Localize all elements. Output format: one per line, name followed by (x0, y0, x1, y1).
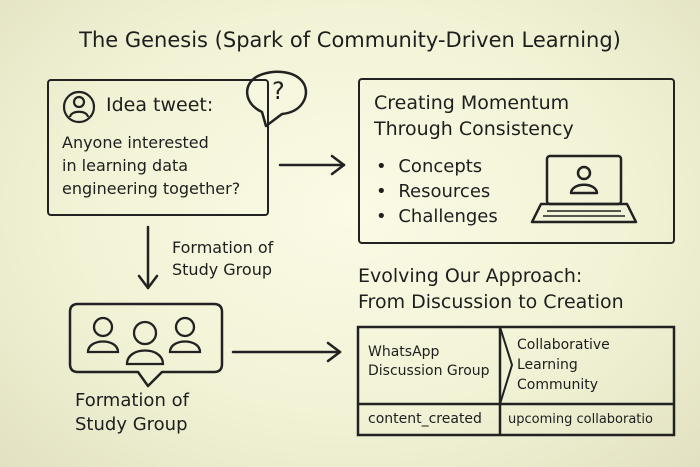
momentum-title-1: Creating Momentum (374, 92, 569, 114)
bullet: • (376, 206, 387, 227)
momentum-title-2: Through Consistency (374, 118, 574, 140)
group-people-icon (88, 318, 200, 364)
cell-whatsapp-1: WhatsApp (368, 343, 439, 362)
idea-heading: Idea tweet: (106, 94, 213, 116)
cell-upcoming: upcoming collaboratio (508, 410, 670, 429)
list-item: • Resources (376, 181, 490, 202)
bullet: • (376, 156, 387, 177)
cell-whatsapp-2: Discussion Group (368, 362, 490, 381)
item-challenges: Challenges (398, 206, 497, 227)
group-caption-1: Formation of (75, 390, 189, 411)
item-resources: Resources (398, 181, 490, 202)
cell-collab-3: Community (517, 376, 598, 395)
formation-label-1: Formation of (172, 238, 273, 257)
bullet: • (376, 181, 387, 202)
idea-line-1: Anyone interested (62, 133, 209, 152)
question-mark: ? (272, 77, 285, 105)
evolve-title-1: Evolving Our Approach: (358, 265, 582, 287)
group-caption-2: Study Group (75, 414, 188, 435)
list-item: • Concepts (376, 156, 482, 177)
arrow-idea-to-group (139, 227, 157, 288)
formation-label-2: Study Group (172, 260, 272, 279)
arrow-idea-to-momentum (280, 156, 344, 174)
idea-line-3: engineering together? (62, 179, 240, 198)
cell-collab-1: Collaborative (517, 336, 610, 355)
evolve-title-2: From Discussion to Creation (358, 291, 624, 313)
list-item: • Challenges (376, 206, 498, 227)
item-concepts: Concepts (398, 156, 482, 177)
cell-collab-2: Learning (517, 356, 578, 375)
cell-content-created: content_created (368, 410, 482, 429)
arrow-group-to-table (233, 343, 340, 361)
idea-line-2: in learning data (62, 156, 188, 175)
